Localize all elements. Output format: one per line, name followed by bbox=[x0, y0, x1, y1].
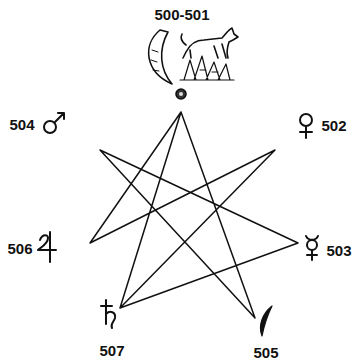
crystal-cluster bbox=[180, 56, 234, 80]
moon-hatching bbox=[151, 50, 159, 71]
jupiter-symbol bbox=[38, 232, 56, 262]
sun-symbol bbox=[176, 89, 186, 99]
sun-center bbox=[179, 92, 183, 96]
moon-crescent-symbol bbox=[260, 306, 272, 336]
crescent-moon bbox=[149, 30, 172, 84]
venus-symbol bbox=[300, 114, 312, 138]
callout-number: 506 bbox=[7, 241, 32, 256]
dog-figure bbox=[181, 28, 238, 58]
callout-number: 504 bbox=[9, 117, 34, 132]
callout-number: 505 bbox=[253, 345, 278, 360]
heptagram-star bbox=[90, 112, 298, 318]
saturn-symbol bbox=[101, 300, 115, 328]
mars-symbol bbox=[44, 113, 64, 133]
callout-number: 502 bbox=[321, 118, 346, 133]
figure-number: 500-501 bbox=[154, 7, 209, 22]
mercury-symbol bbox=[306, 236, 318, 260]
callout-number: 507 bbox=[99, 343, 124, 358]
callout-number: 503 bbox=[326, 243, 351, 258]
